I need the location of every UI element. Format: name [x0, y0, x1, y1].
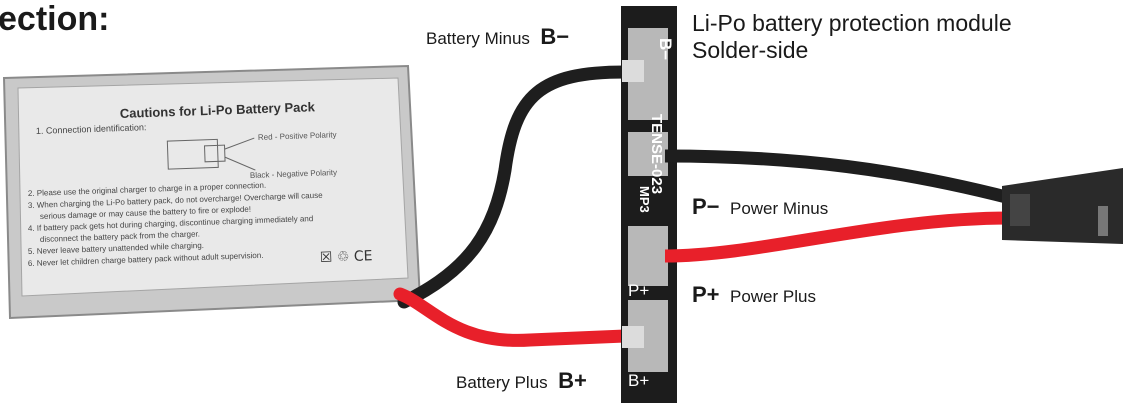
- pad-mid-2: [628, 226, 668, 286]
- battery-minus-label: Battery Minus B−: [426, 24, 569, 50]
- battery-label-red: Red - Positive Polarity: [258, 130, 337, 142]
- battery-black-wire: [397, 65, 632, 309]
- module-title-line1: Li-Po battery protection module: [692, 10, 1012, 36]
- power-black-wire: [664, 149, 1012, 205]
- battery-plus-symbol: B+: [558, 368, 587, 393]
- board-silk-mp3: MP3: [637, 186, 652, 213]
- battery-label-marks: ☒ ♲ CE: [320, 248, 373, 266]
- power-plus-symbol: P+: [692, 282, 720, 307]
- power-minus-text: Power Minus: [729, 199, 829, 218]
- pad-mid-1: [628, 132, 668, 176]
- board-silk-main: TENSE-023: [648, 114, 665, 194]
- power-minus-symbol: P−: [692, 194, 720, 219]
- module-title: Li-Po battery protection module Solder-s…: [692, 10, 1012, 64]
- power-red-wire: [664, 211, 1011, 263]
- power-plus-label: P+ Power Plus: [692, 282, 816, 308]
- battery-plus-text: Battery Plus: [456, 373, 548, 392]
- power-plus-text: Power Plus: [729, 287, 816, 306]
- battery-label-title: Cautions for Li-Po Battery Pack: [120, 99, 316, 121]
- battery-minus-symbol: B−: [540, 24, 570, 49]
- section-heading: ection:: [0, 0, 110, 38]
- module-title-line2: Solder-side: [692, 37, 809, 63]
- output-connector: [1002, 168, 1123, 244]
- board-silk-b-plus: B+: [628, 371, 649, 390]
- power-minus-label: P− Power Minus: [692, 194, 828, 220]
- battery-red-wire: [393, 287, 632, 347]
- protection-module-board: B− TENSE-023 MP3 P+ B+: [621, 6, 677, 403]
- battery-label-black: Black - Negative Polarity: [250, 168, 337, 180]
- board-silk-b-minus: B−: [656, 38, 675, 60]
- battery-pack: Cautions for Li-Po Battery Pack 1. Conne…: [2, 64, 422, 320]
- battery-label-line1: 1. Connection identification:: [36, 122, 147, 136]
- battery-plus-label: Battery Plus B+: [456, 368, 587, 394]
- connector-sketch: [166, 137, 256, 171]
- board-silk-p-plus: P+: [628, 281, 649, 300]
- battery-minus-text: Battery Minus: [426, 29, 530, 48]
